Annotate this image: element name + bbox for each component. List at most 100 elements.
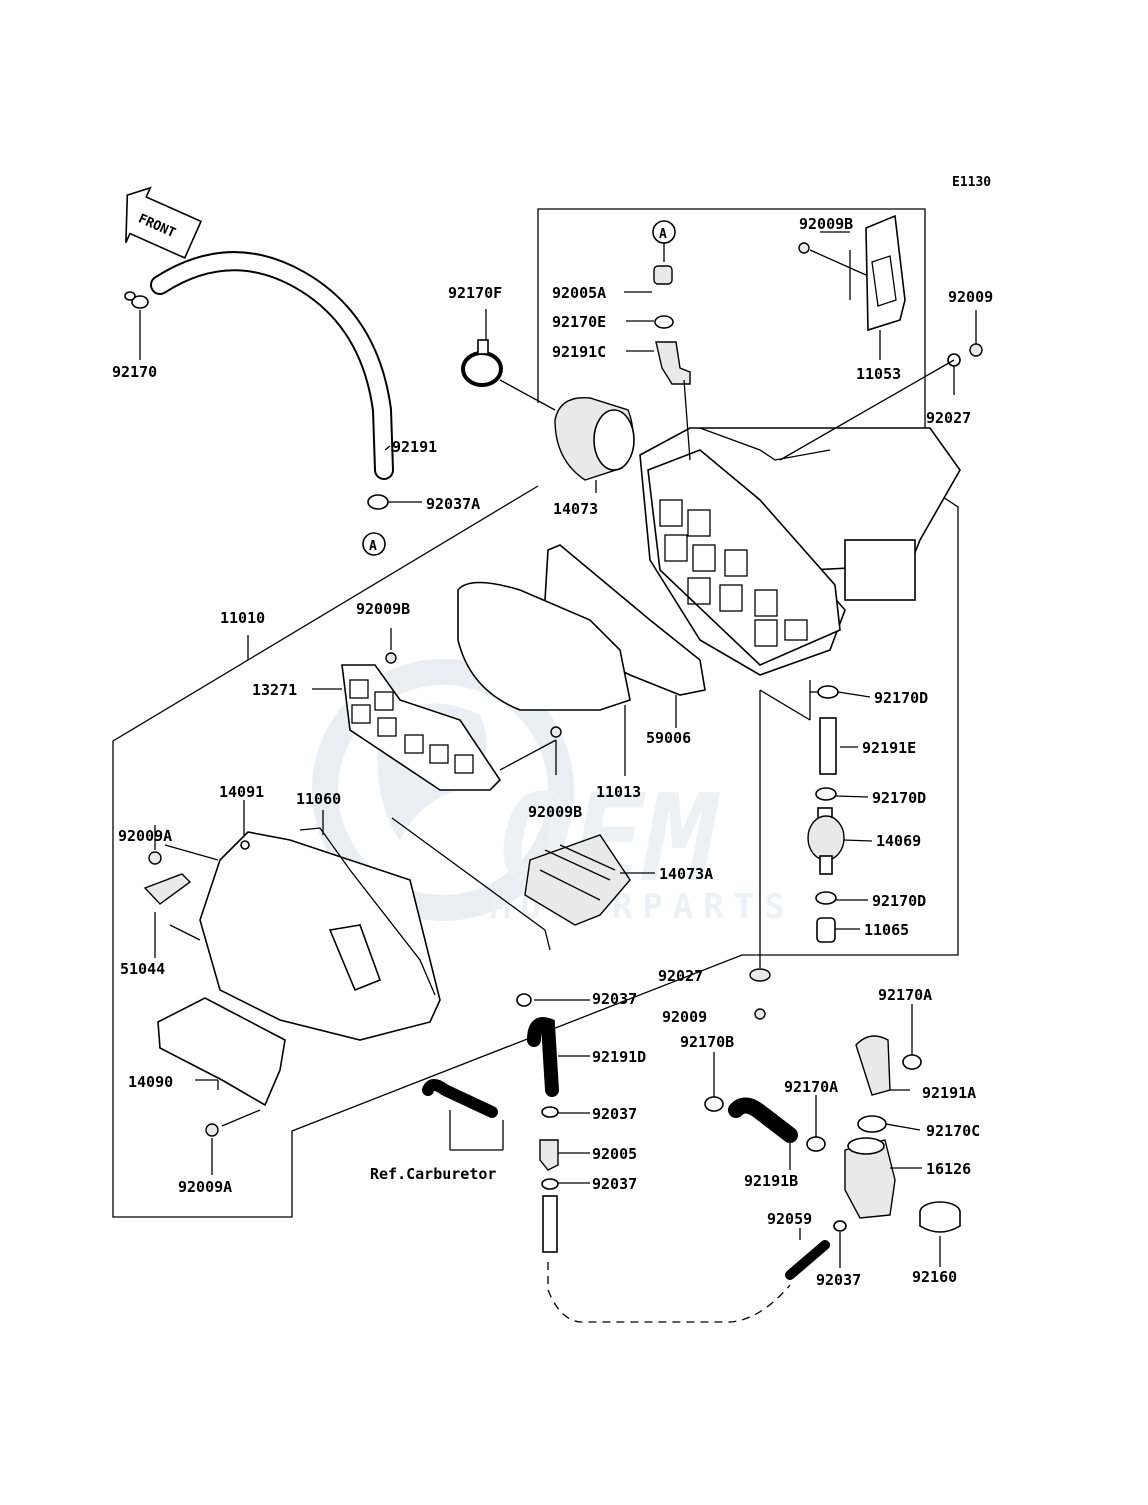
clamp-92170A-1	[902, 1054, 922, 1070]
bolt-92009B-low	[550, 726, 562, 738]
callout-92191: 92191	[392, 438, 437, 456]
cover-13271-body	[341, 664, 502, 791]
callout-92009a-2: 92009A	[178, 1178, 232, 1196]
diagram-code: E1130	[952, 175, 991, 190]
callout-92170: 92170	[112, 363, 157, 381]
drain-51044	[143, 873, 192, 905]
callout-14073: 14073	[553, 500, 598, 518]
bracket-14090	[157, 997, 286, 1107]
callout-11053: 11053	[856, 365, 901, 383]
filter-14069-body	[807, 815, 845, 861]
callout-92191e: 92191E	[862, 739, 916, 757]
callout-92170d-3: 92170D	[872, 892, 926, 910]
washer-92027-low	[749, 968, 771, 982]
callout-92005a: 92005A	[552, 284, 606, 302]
ring-92160	[919, 1201, 961, 1233]
hose-outer	[150, 251, 394, 480]
callout-92009-low: 92009	[662, 1008, 707, 1026]
callout-11010: 11010	[220, 609, 265, 627]
valve-16126-top	[847, 1137, 885, 1155]
frame-diagonal	[247, 485, 539, 661]
callout-92037-3: 92037	[592, 1175, 637, 1193]
marker-a-lower	[362, 532, 386, 556]
clamp-92170C	[857, 1115, 887, 1133]
airbox-case-outlet	[844, 539, 916, 601]
callout-92170b: 92170B	[680, 1033, 734, 1051]
callout-92170d-1: 92170D	[874, 689, 928, 707]
callout-92037-4: 92037	[816, 1271, 861, 1289]
hose-inner	[152, 253, 392, 478]
hose-92191	[124, 251, 394, 480]
airbox-cover-grid	[659, 499, 808, 647]
callout-92170a-1: 92170A	[878, 986, 932, 1004]
callout-92037-2: 92037	[592, 1105, 637, 1123]
filter-14069-bottom	[819, 855, 833, 875]
clamp-92037-4	[833, 1220, 847, 1232]
ring-92160-side	[919, 1212, 961, 1233]
airbox-case-top-edge	[699, 427, 831, 461]
callout-92170a-2: 92170A	[784, 1078, 838, 1096]
bracket-11053	[865, 214, 906, 332]
callout-14073a: 14073A	[659, 865, 713, 883]
callout-13271: 13271	[252, 681, 297, 699]
clamp-92170B	[704, 1096, 724, 1112]
clamp-92037A	[367, 494, 389, 510]
duct-14073-mouth	[593, 409, 635, 471]
clamp-92037-2	[541, 1106, 559, 1118]
case-14091-body	[199, 831, 441, 1041]
bolt-92009-low	[754, 1008, 766, 1020]
callout-92170f: 92170F	[448, 284, 502, 302]
front-arrow-icon: FRONT	[125, 186, 203, 259]
callout-11013: 11013	[596, 783, 641, 801]
hose-92191C	[655, 341, 691, 385]
case-14091-hole	[240, 840, 250, 850]
hose-92059	[785, 1240, 830, 1280]
marker-a-upper-label: A	[659, 227, 667, 242]
callout-92037-1: 92037	[592, 990, 637, 1008]
callout-92191b: 92191B	[744, 1172, 798, 1190]
callout-51044: 51044	[120, 960, 165, 978]
ref-carburetor-label: Ref.Carburetor	[370, 1165, 496, 1183]
callout-14091: 14091	[219, 783, 264, 801]
bolt-92009A-top	[148, 851, 162, 865]
hose-92191D	[527, 1017, 559, 1097]
duct-14073A-ribs	[539, 844, 616, 901]
callout-92170c: 92170C	[926, 1122, 980, 1140]
callout-92009b-mid: 92009B	[356, 600, 410, 618]
callout-14090: 14090	[128, 1073, 173, 1091]
callout-16126: 16126	[926, 1160, 971, 1178]
callout-11060: 11060	[296, 790, 341, 808]
callout-92027-low: 92027	[658, 967, 703, 985]
callout-14069: 14069	[876, 832, 921, 850]
bolt-92009A-low	[205, 1123, 219, 1137]
marker-a-lower-label: A	[369, 539, 377, 554]
clamp-92170E	[654, 315, 674, 329]
assembly-frames	[112, 208, 959, 1218]
hose-92191B	[728, 1097, 798, 1143]
callout-59006: 59006	[646, 729, 691, 747]
clamp-92170D-3	[815, 891, 837, 905]
clamp-92037-1	[516, 993, 532, 1007]
clamp-92170F-screw	[477, 339, 489, 355]
valve-16126-body	[844, 1139, 896, 1219]
callout-92005: 92005	[592, 1145, 637, 1163]
callout-92037a: 92037A	[426, 495, 480, 513]
callout-92170d-2: 92170D	[872, 789, 926, 807]
airbox-cover-frame	[647, 449, 841, 666]
clamp-92170	[131, 295, 149, 309]
callout-92009-top: 92009	[948, 288, 993, 306]
case-14091-opening	[328, 924, 382, 992]
airbox-case	[639, 427, 961, 676]
valve-16126	[844, 1137, 896, 1219]
callout-92191c: 92191C	[552, 343, 606, 361]
bolt-92009-top	[969, 343, 983, 357]
bolt-92009B-mid	[385, 652, 397, 664]
callout-92027-top: 92027	[926, 409, 971, 427]
cap-92005A	[653, 265, 673, 285]
watermark-globe-ring	[312, 659, 574, 921]
clamp-92170-b	[124, 291, 136, 301]
hose-92191E	[819, 717, 837, 775]
